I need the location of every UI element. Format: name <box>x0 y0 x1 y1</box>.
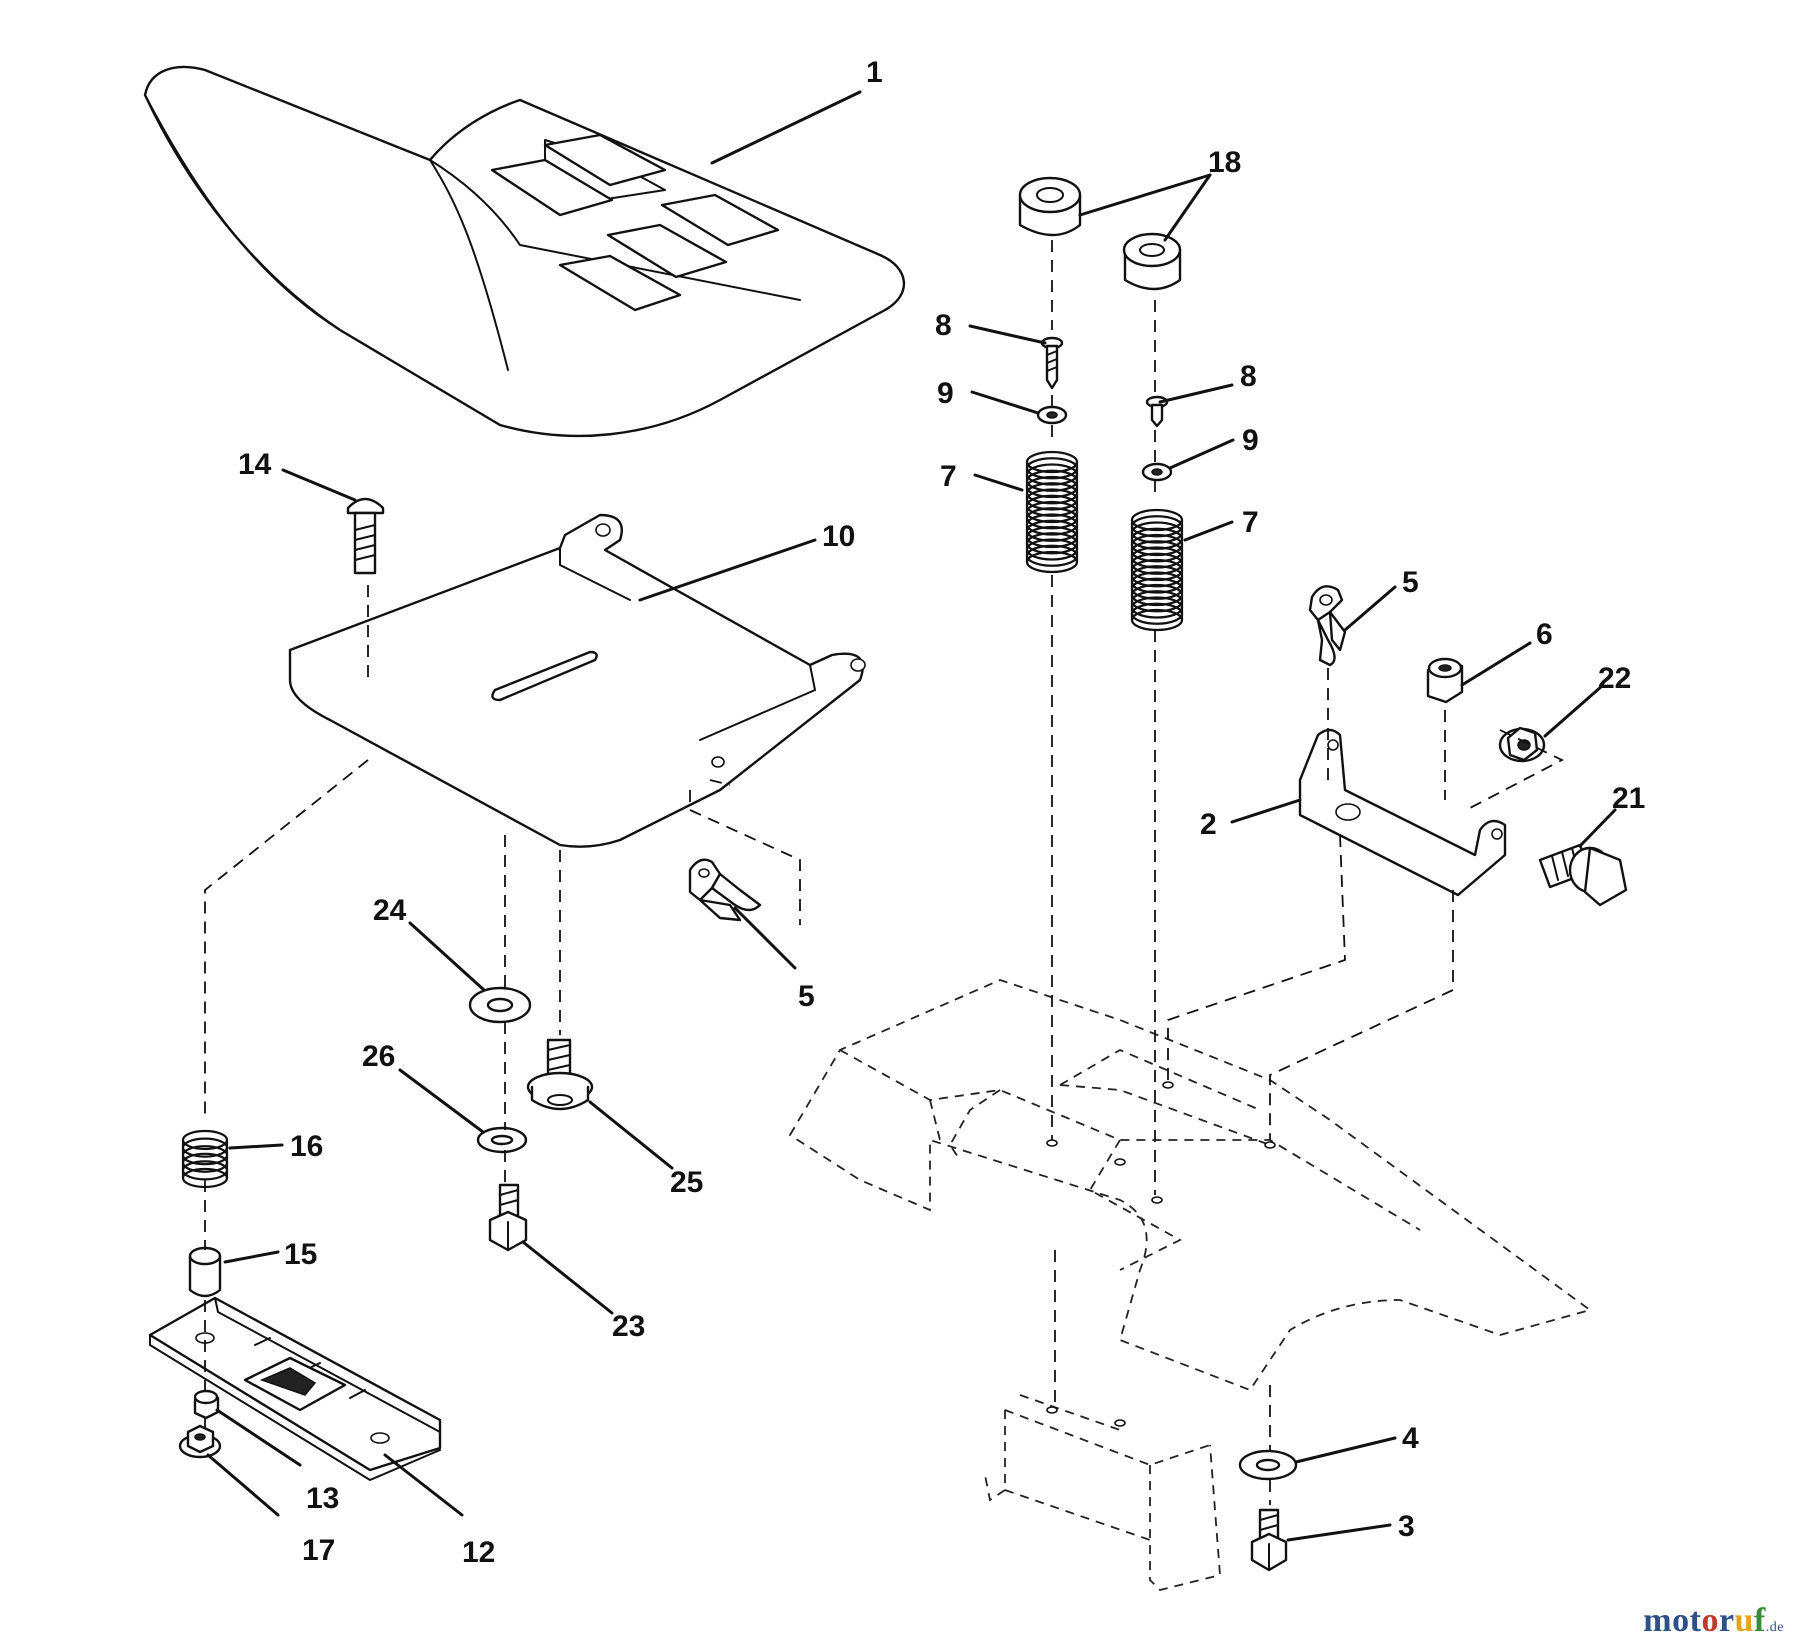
callout-18: 18 <box>1208 146 1241 179</box>
callout-5-upper: 5 <box>1402 566 1419 599</box>
callout-15: 15 <box>284 1238 317 1271</box>
clip-upper[interactable] <box>1308 585 1347 667</box>
spacer-15[interactable] <box>188 1246 222 1298</box>
washer-right[interactable] <box>1141 462 1173 482</box>
seat[interactable] <box>143 65 906 438</box>
callout-23: 23 <box>612 1310 645 1343</box>
seat-pan[interactable] <box>288 513 866 848</box>
seat-pads <box>490 133 780 312</box>
bumper-right[interactable] <box>1122 232 1182 291</box>
callout-6: 6 <box>1536 618 1553 651</box>
callout-22: 22 <box>1598 662 1631 695</box>
tractor-frame <box>788 979 1593 1591</box>
callout-13: 13 <box>306 1482 339 1515</box>
flange-bolt[interactable] <box>1538 843 1628 907</box>
seat-rail[interactable] <box>148 1296 442 1481</box>
callout-labels: 1 18 8 8 9 9 7 7 14 10 5 6 22 2 21 24 5 … <box>238 56 1645 1569</box>
callout-12: 12 <box>462 1536 495 1569</box>
callout-25: 25 <box>670 1166 703 1199</box>
flange-nut[interactable] <box>1498 726 1546 763</box>
spring-left[interactable] <box>1025 450 1079 574</box>
clip-lower[interactable] <box>688 858 762 922</box>
callout-8-left: 8 <box>935 309 952 342</box>
callout-24: 24 <box>373 894 407 927</box>
callout-21: 21 <box>1612 782 1645 815</box>
hex-bolt-23[interactable] <box>488 1183 528 1252</box>
callout-7-right: 7 <box>1242 506 1259 539</box>
callout-4: 4 <box>1402 1422 1419 1455</box>
watermark-logo: motoruf.de <box>1643 1602 1784 1639</box>
shoulder-bolt[interactable] <box>526 1038 594 1111</box>
callout-7-left: 7 <box>940 460 957 493</box>
callout-14: 14 <box>238 448 272 481</box>
spring-16[interactable] <box>181 1129 229 1189</box>
callout-26: 26 <box>362 1040 395 1073</box>
leader-lines <box>206 90 1617 1542</box>
callout-5-lower: 5 <box>798 980 815 1013</box>
assembly-lines <box>204 240 1565 1505</box>
callout-1: 1 <box>866 56 883 89</box>
washer-left[interactable] <box>1036 405 1068 425</box>
callout-3: 3 <box>1398 1510 1415 1543</box>
callout-9-left: 9 <box>937 377 954 410</box>
carriage-bolt[interactable] <box>346 497 385 575</box>
nut-13[interactable] <box>193 1389 220 1420</box>
lock-washer-26[interactable] <box>476 1126 528 1154</box>
lock-nut[interactable] <box>1426 657 1464 704</box>
hex-bolt-3[interactable] <box>1250 1508 1288 1572</box>
flange-nut-17[interactable] <box>178 1424 222 1459</box>
callout-16: 16 <box>290 1130 323 1163</box>
callout-8-right: 8 <box>1240 360 1257 393</box>
callout-10: 10 <box>822 520 855 553</box>
spring-right[interactable] <box>1130 508 1184 632</box>
washer-24[interactable] <box>468 986 532 1024</box>
washer-4[interactable] <box>1238 1449 1298 1481</box>
callout-9-right: 9 <box>1242 424 1259 457</box>
screw-right[interactable] <box>1145 395 1169 428</box>
mounting-bracket[interactable] <box>1298 728 1507 897</box>
callout-2: 2 <box>1200 808 1217 841</box>
callout-17: 17 <box>302 1534 335 1567</box>
screw-left[interactable] <box>1040 336 1064 390</box>
bumper-left[interactable] <box>1018 176 1082 237</box>
